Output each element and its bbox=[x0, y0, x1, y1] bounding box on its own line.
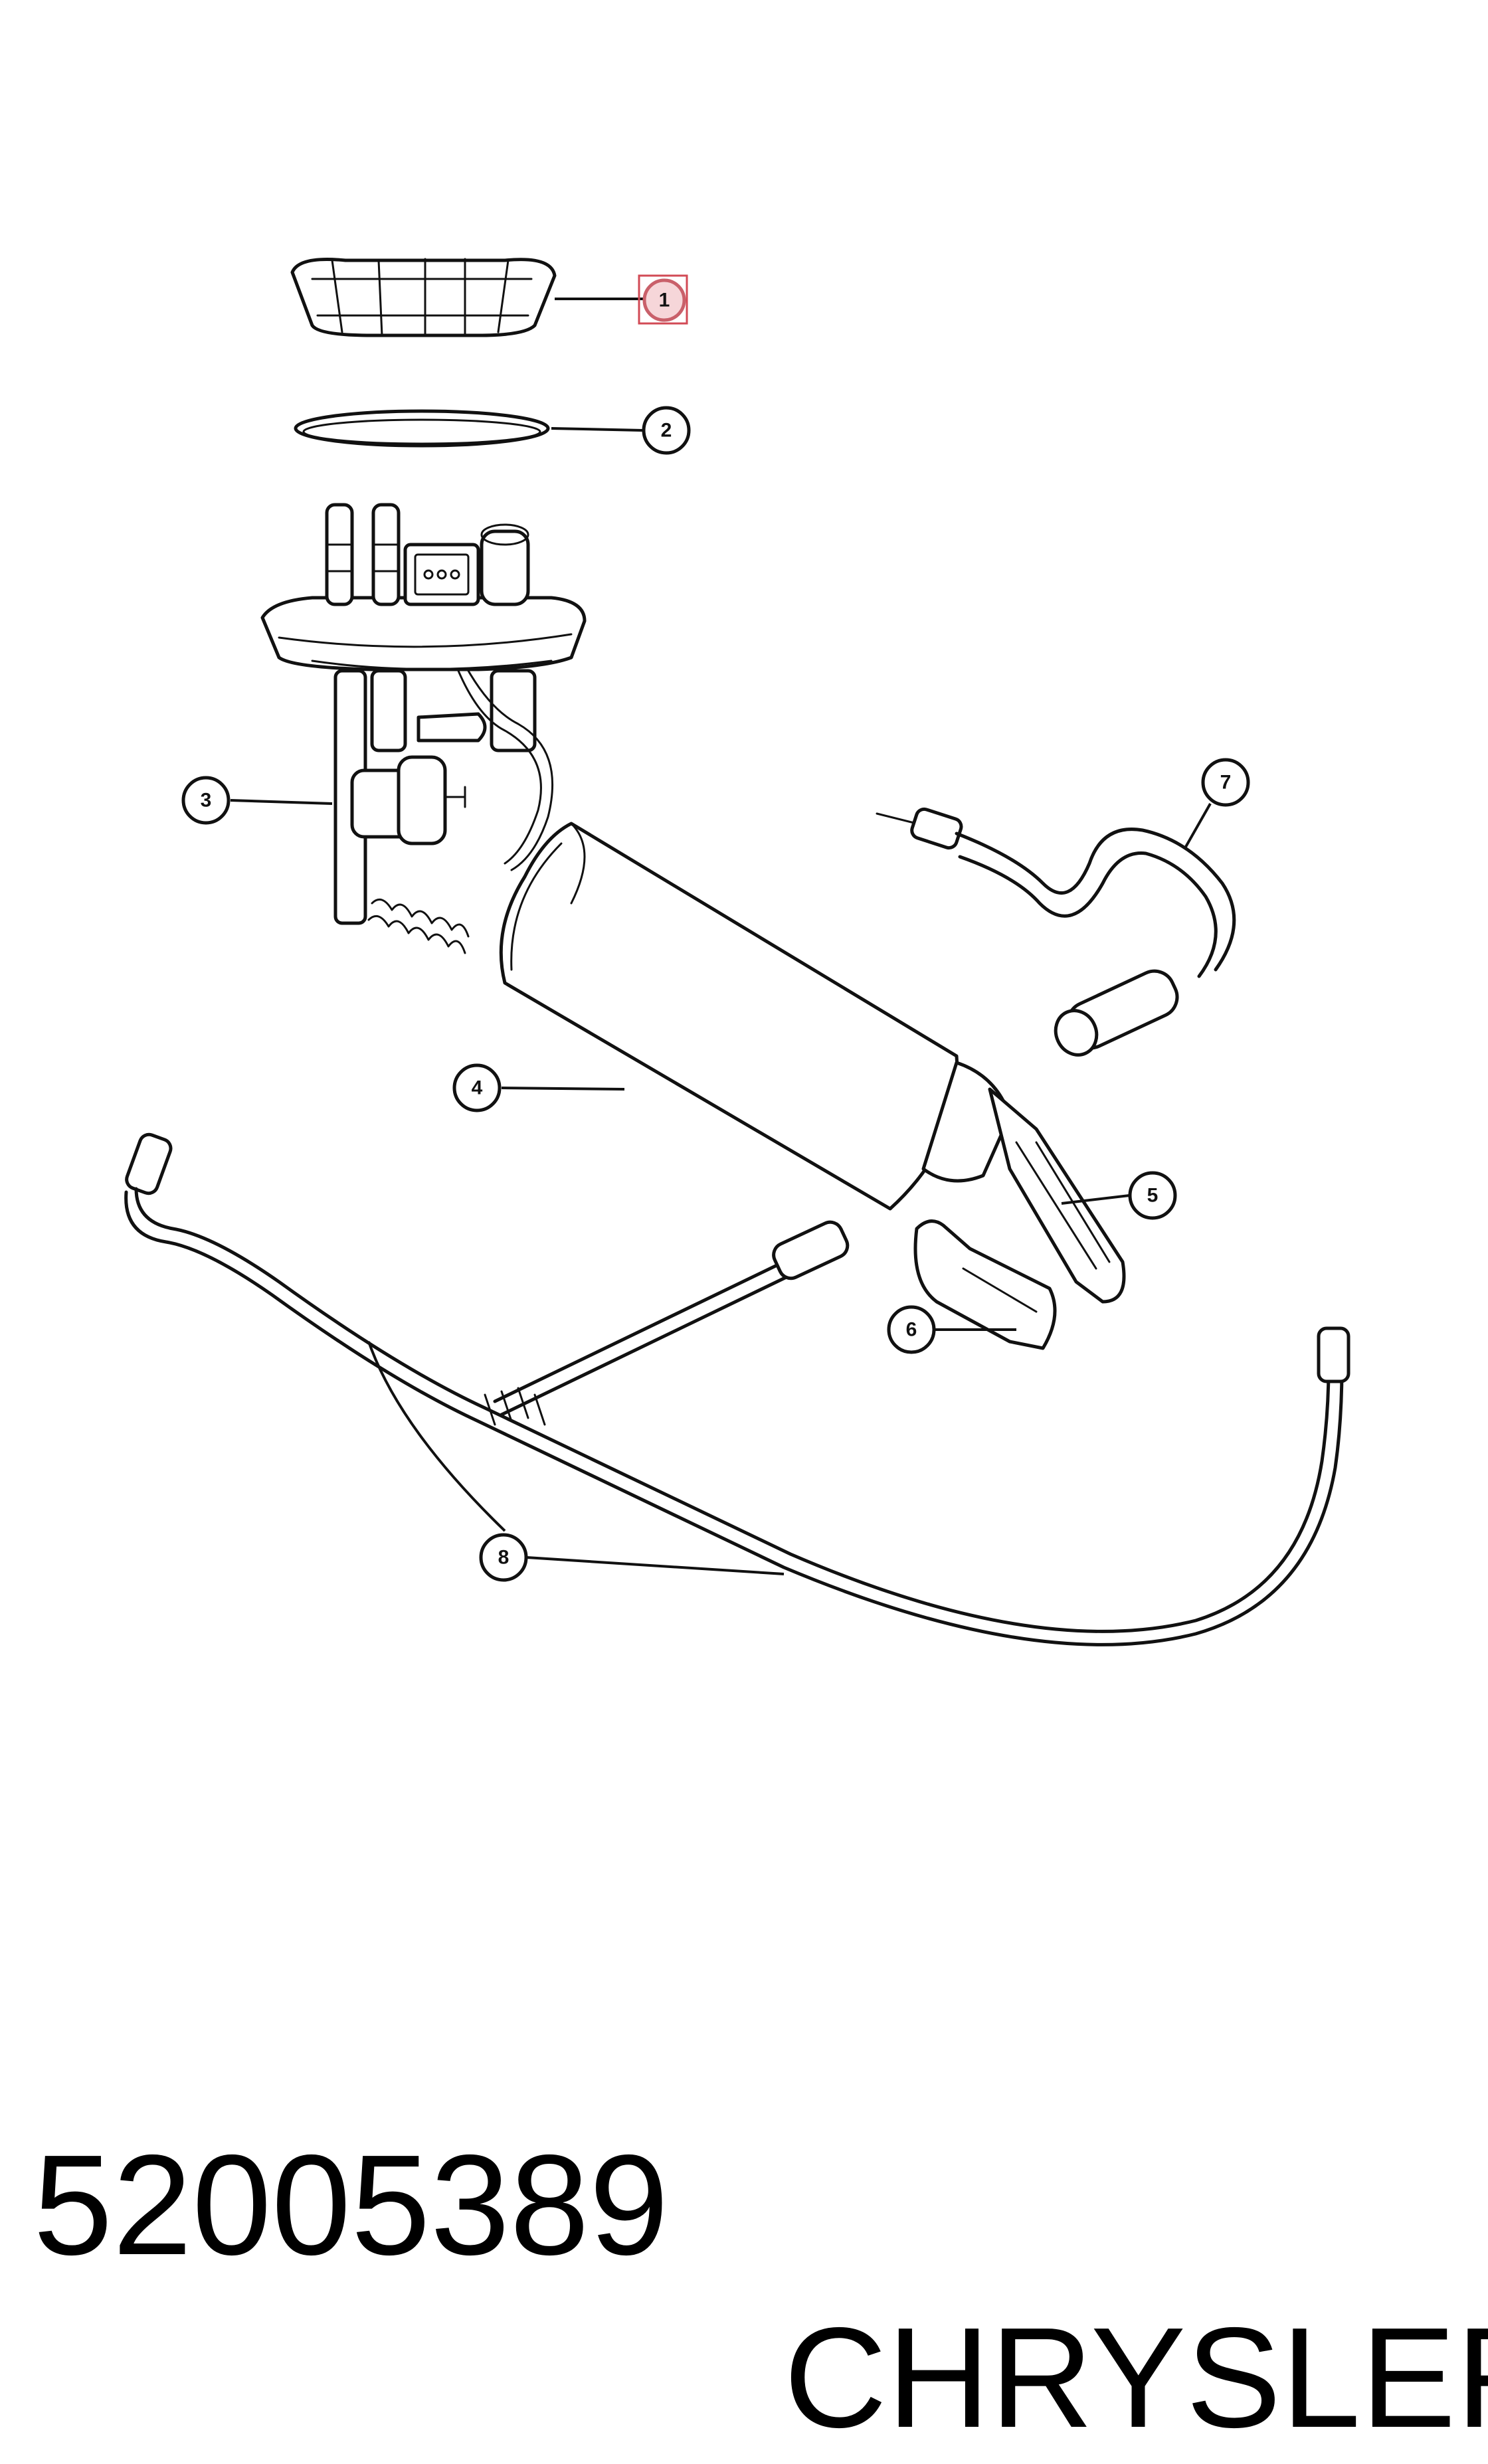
callout-6: 6 bbox=[887, 1305, 936, 1354]
fuel-pump-module-diagram: 1 2 3 4 5 6 7 8 bbox=[124, 257, 1350, 1646]
callout-6-label: 6 bbox=[906, 1319, 917, 1341]
lock-ring bbox=[290, 257, 557, 337]
fuel-hose bbox=[876, 807, 1236, 1057]
callout-1-label: 1 bbox=[659, 290, 670, 311]
leader-line-5 bbox=[1061, 1194, 1130, 1205]
callout-5-label: 5 bbox=[1147, 1185, 1159, 1207]
part-number: 52005389 bbox=[33, 2125, 669, 2285]
callout-7-label: 7 bbox=[1220, 772, 1232, 794]
callout-3-label: 3 bbox=[201, 790, 212, 812]
callout-2: 2 bbox=[642, 406, 691, 455]
pump-module-assembly bbox=[260, 503, 1126, 1350]
callout-8-label: 8 bbox=[498, 1547, 510, 1569]
callout-4: 4 bbox=[452, 1063, 502, 1112]
leader-line-4 bbox=[501, 1087, 625, 1091]
leader-line-8b bbox=[526, 1556, 785, 1575]
brand-name: CHRYSLER bbox=[784, 2297, 1488, 2457]
callout-1: 1 bbox=[642, 278, 686, 322]
caption: 52005389 CHRYSLER bbox=[0, 1946, 1488, 2457]
leader-line-2 bbox=[551, 427, 644, 432]
callout-1-highlight bbox=[638, 274, 688, 325]
callout-7: 7 bbox=[1201, 758, 1250, 807]
leader-line-7 bbox=[1184, 803, 1212, 847]
callout-2-label: 2 bbox=[661, 420, 672, 442]
fuel-line-assembly bbox=[124, 1132, 1350, 1646]
callout-5: 5 bbox=[1128, 1171, 1177, 1220]
leader-line-8a bbox=[367, 1341, 506, 1532]
leader-line-3 bbox=[230, 799, 333, 805]
seal-ring bbox=[294, 409, 550, 448]
callout-8: 8 bbox=[479, 1533, 528, 1582]
callout-3: 3 bbox=[181, 776, 231, 825]
callout-4-label: 4 bbox=[472, 1077, 483, 1099]
